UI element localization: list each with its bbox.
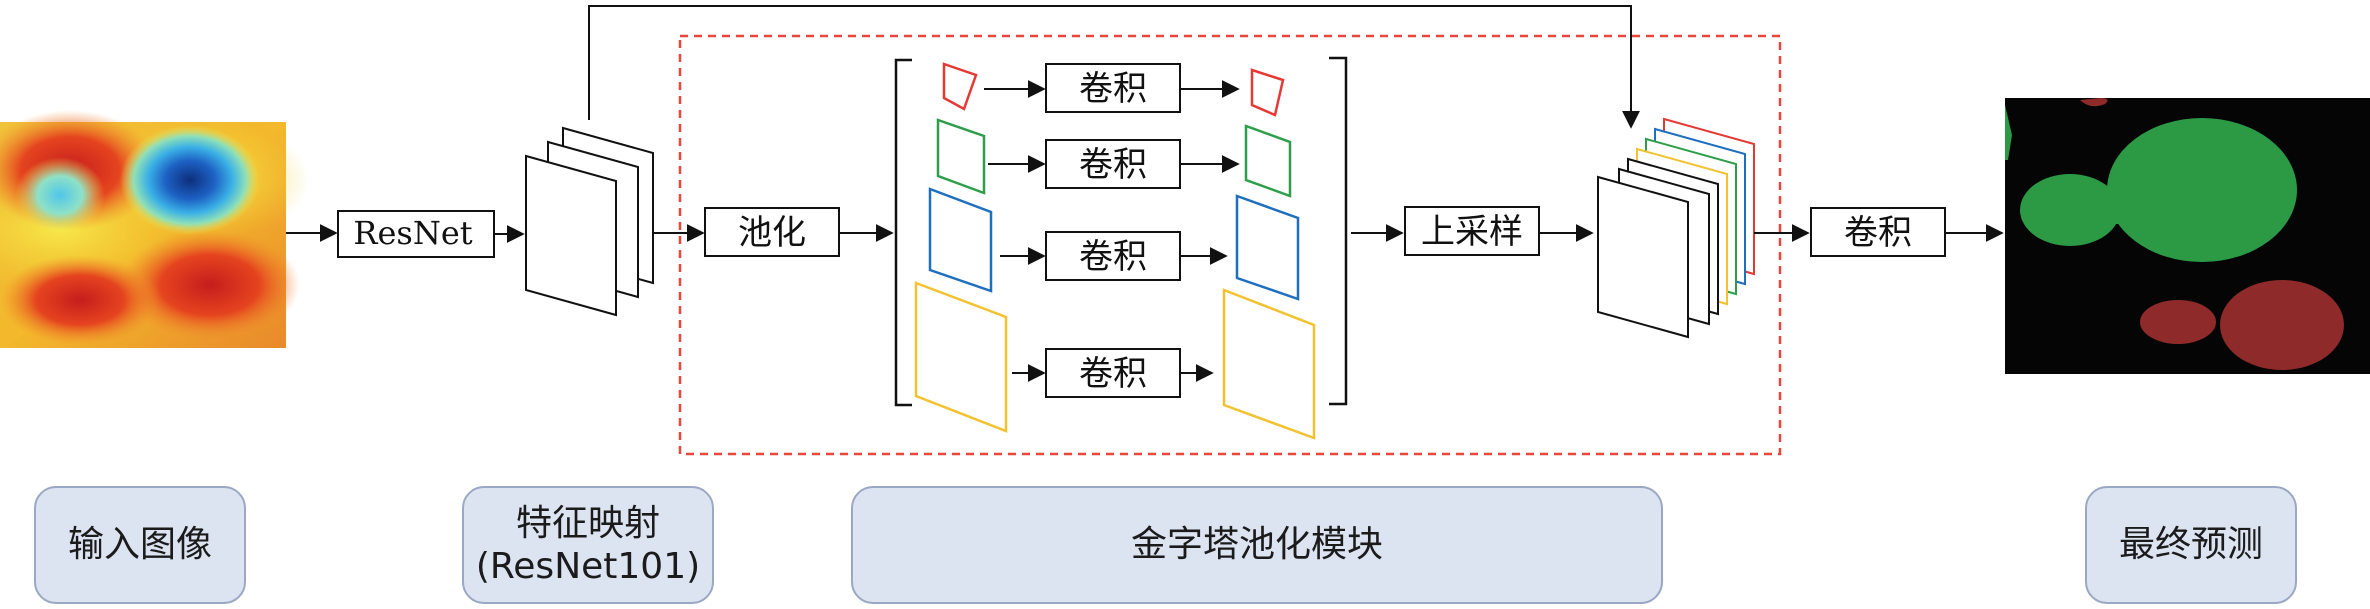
label-pyramid-text: 金字塔池化模块 — [1130, 524, 1383, 566]
conv-map-yellow — [1222, 288, 1316, 440]
left-bracket — [894, 58, 912, 407]
upsample-node: 上采样 — [1404, 206, 1540, 256]
conv-map-green — [1244, 124, 1292, 198]
concatenated-feature-stack — [1597, 117, 1755, 339]
final-conv-label: 卷积 — [1844, 213, 1912, 253]
pooled-map-blue — [928, 187, 993, 293]
label-feature-map-line2: (ResNet101) — [475, 546, 701, 587]
label-pyramid-module: 金字塔池化模块 — [851, 486, 1663, 604]
conv-node-2 — [1045, 139, 1181, 189]
branch-1: 卷积 — [942, 62, 1285, 117]
label-input-image: 输入图像 — [34, 486, 246, 604]
label-feature-map-line1: 特征映射 — [515, 502, 660, 544]
pooling-label: 池化 — [738, 213, 806, 253]
conv-label-3: 卷积 — [1079, 237, 1147, 277]
right-bracket — [1329, 56, 1348, 406]
branch-2: 卷积 — [936, 118, 1292, 198]
final-conv-node: 卷积 — [1810, 207, 1946, 257]
branch-3: 卷积 — [928, 187, 1300, 301]
upsample-label: 上采样 — [1421, 212, 1523, 252]
skip-connection-arrow — [588, 5, 1640, 129]
pooled-map-green — [936, 118, 986, 195]
pooled-map-yellow — [914, 281, 1008, 433]
feature-map-stack — [525, 126, 654, 317]
label-final-prediction: 最终预测 — [2085, 486, 2297, 604]
label-input-text: 输入图像 — [67, 524, 212, 566]
pooling-node: 池化 — [704, 207, 840, 257]
branch-4: 卷积 — [914, 281, 1316, 440]
pyramid-module-boundary — [678, 34, 1782, 456]
conv-label-1: 卷积 — [1079, 69, 1147, 109]
prediction-image — [2005, 98, 2370, 374]
input-heatmap-image — [0, 110, 310, 348]
conv-map-red — [1250, 68, 1285, 117]
conv-map-blue — [1235, 194, 1300, 301]
conv-label-2: 卷积 — [1079, 145, 1147, 185]
conv-node-3 — [1045, 231, 1181, 281]
label-feature-map: 特征映射 (ResNet101) — [462, 486, 714, 604]
pooled-map-red — [942, 62, 978, 111]
resnet-node: ResNet — [337, 210, 495, 258]
resnet-label: ResNet — [353, 214, 472, 252]
conv-label-4: 卷积 — [1079, 354, 1147, 394]
label-prediction-text: 最终预测 — [2118, 524, 2263, 566]
conv-node-4 — [1045, 348, 1181, 398]
